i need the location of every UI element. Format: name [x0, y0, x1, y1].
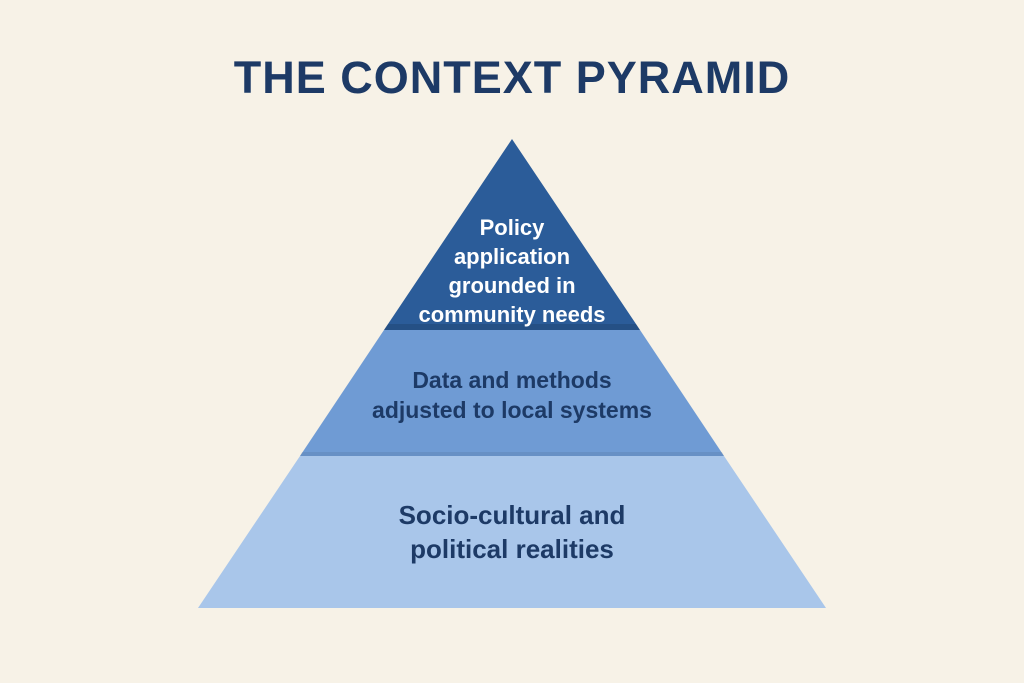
pyramid-tier-top-label: Policy application grounded in community…: [418, 215, 606, 327]
pyramid-tier-bottom-label: Socio-cultural and political realities: [398, 500, 626, 564]
pyramid-tier-bottom-shape: [198, 456, 826, 608]
tier-divider-shadow-1: [384, 324, 640, 330]
tier-divider-shadow-2: [300, 452, 724, 456]
pyramid-tier-middle-shape: [300, 330, 724, 456]
pyramid-tier-top-shape: [384, 139, 640, 330]
page-title: THE CONTEXT PYRAMID: [233, 52, 791, 103]
pyramid-tier-middle-label: Data and methods adjusted to local syste…: [372, 367, 652, 423]
